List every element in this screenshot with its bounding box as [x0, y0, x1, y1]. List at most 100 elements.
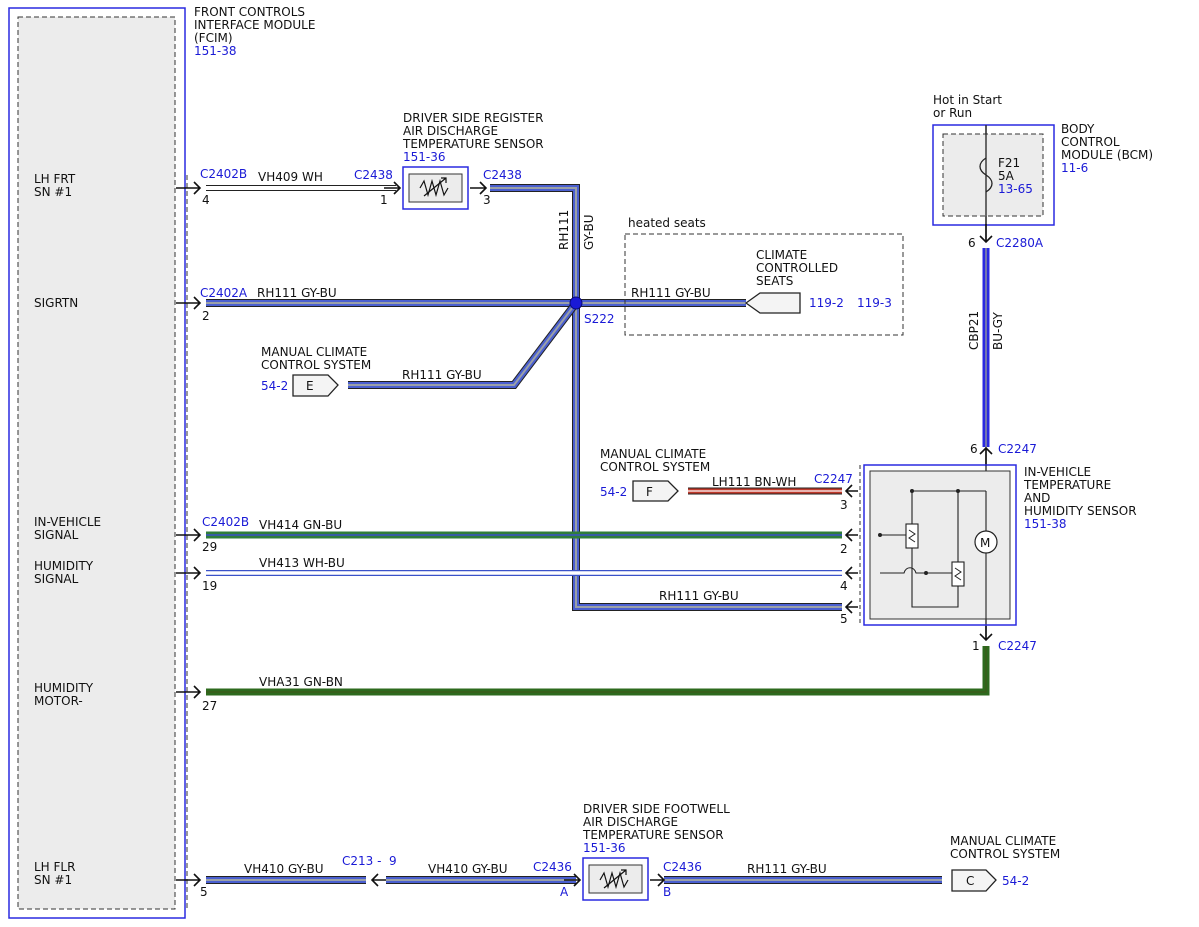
- ivt-sensor-module[interactable]: M: [859, 464, 1017, 626]
- wire-label-vh413: VH413 WH-BU: [259, 556, 345, 570]
- fcim-title-2: INTERFACE MODULE: [194, 18, 315, 32]
- connector-c2402b-mid[interactable]: C2402B: [202, 515, 249, 529]
- bcm-hot-1: Hot in Start: [933, 93, 1002, 107]
- fcim-ref[interactable]: 151-38: [194, 44, 237, 58]
- wire-label-rh111-sigrtn: RH111 GY-BU: [257, 286, 337, 300]
- wire-label-vh409: VH409 WH: [258, 170, 323, 184]
- footwell-sensor-title-2: AIR DISCHARGE: [583, 815, 678, 829]
- ivt-title-1: IN-VEHICLE: [1024, 465, 1091, 479]
- pin-label-humidity-motor-1: HUMIDITY: [34, 681, 94, 695]
- manual-climate-f-ref[interactable]: 54-2: [600, 485, 627, 499]
- bcm-ref[interactable]: 11-6: [1061, 161, 1088, 175]
- connector-c2280a[interactable]: C2280A: [996, 236, 1044, 250]
- wire-label-vh410-a: VH410 GY-BU: [244, 862, 323, 876]
- pin-1: 1: [380, 193, 388, 207]
- connector-c2247-bottom[interactable]: C2247: [998, 639, 1037, 653]
- wire-label-rh111-ivt: RH111 GY-BU: [659, 589, 739, 603]
- manual-climate-c-connector[interactable]: [951, 869, 997, 892]
- wire-label-rh111-c: RH111 GY-BU: [747, 862, 827, 876]
- register-sensor-ref[interactable]: 151-36: [403, 150, 446, 164]
- connector-c2247-top[interactable]: C2247: [998, 442, 1037, 456]
- bcm-title-2: CONTROL: [1061, 135, 1120, 149]
- ivt-connector-arrows: [844, 484, 993, 642]
- pin-label-sigrtn: SIGRTN: [34, 296, 78, 310]
- wire-label-lh111: LH111 BN-WH: [712, 475, 796, 489]
- pin-label-lh-flr-2: SN #1: [34, 873, 72, 887]
- splice-s222[interactable]: [569, 296, 583, 310]
- pin-2: 2: [202, 309, 210, 323]
- wire-label-rh111-vert-a: RH111: [557, 210, 571, 250]
- c213-arrow: [370, 873, 386, 887]
- manual-climate-f-connector[interactable]: [632, 480, 679, 502]
- pin-3: 3: [483, 193, 491, 207]
- connector-c2402b-top[interactable]: C2402B: [200, 167, 247, 181]
- connector-c213[interactable]: C213 -: [342, 854, 381, 868]
- bcm-connector-arrow: [979, 224, 993, 244]
- ivt-title-2: TEMPERATURE: [1023, 478, 1111, 492]
- climate-seats-ref-2[interactable]: 119-3: [857, 296, 892, 310]
- fcim-title-1: FRONT CONTROLS: [194, 5, 305, 19]
- connector-c2438-left[interactable]: C2438: [354, 168, 393, 182]
- ivt-pin-4: 4: [840, 579, 848, 593]
- wire-rh111-to-e[interactable]: [348, 300, 580, 389]
- register-sensor-title-2: AIR DISCHARGE: [403, 124, 498, 138]
- wire-label-cbp21-b: BU-GY: [991, 312, 1005, 350]
- fcim-inner-box: [17, 16, 176, 910]
- bcm-hot-2: or Run: [933, 106, 972, 120]
- manual-climate-c-title-1: MANUAL CLIMATE: [950, 834, 1056, 848]
- bcm-fuse-rating: 5A: [998, 169, 1015, 183]
- wire-label-vh410-b: VH410 GY-BU: [428, 862, 507, 876]
- manual-climate-f-title-2: CONTROL SYSTEM: [600, 460, 710, 474]
- manual-climate-e-title-1: MANUAL CLIMATE: [261, 345, 367, 359]
- heated-seats-group: [624, 233, 904, 336]
- manual-climate-e-ref[interactable]: 54-2: [261, 379, 288, 393]
- ivt-title-3: AND: [1024, 491, 1050, 505]
- pin-label-humidity-motor-2: MOTOR-: [34, 694, 83, 708]
- climate-seats-ref-1[interactable]: 119-2: [809, 296, 844, 310]
- pin-27: 27: [202, 699, 217, 713]
- splice-s222-label[interactable]: S222: [584, 312, 615, 326]
- connector-c2438-right[interactable]: C2438: [483, 168, 522, 182]
- pin-label-in-vehicle-1: IN-VEHICLE: [34, 515, 101, 529]
- register-sensor-title-3: TEMPERATURE SENSOR: [402, 137, 544, 151]
- ivt-pin-6: 6: [970, 442, 978, 456]
- bcm-pin-6: 6: [968, 236, 976, 250]
- ivt-title-4: HUMIDITY SENSOR: [1024, 504, 1137, 518]
- footwell-sensor-ref[interactable]: 151-36: [583, 841, 626, 855]
- bcm-title-3: MODULE (BCM): [1061, 148, 1153, 162]
- wire-label-rh111-e: RH111 GY-BU: [402, 368, 482, 382]
- connector-c2436-right[interactable]: C2436: [663, 860, 702, 874]
- ivt-pin-1: 1: [972, 639, 980, 653]
- driver-footwell-sensor[interactable]: [564, 857, 666, 901]
- wire-label-vh414: VH414 GN-BU: [259, 518, 342, 532]
- bcm-module[interactable]: [932, 124, 1055, 226]
- bcm-fuse-ref[interactable]: 13-65: [998, 182, 1033, 196]
- pin-label-lh-frt-2: SN #1: [34, 185, 72, 199]
- pin-4: 4: [202, 193, 210, 207]
- footwell-pin-b: B: [663, 885, 671, 899]
- motor-icon-label: M: [980, 536, 990, 550]
- footwell-sensor-title-3: TEMPERATURE SENSOR: [582, 828, 724, 842]
- ivt-ref[interactable]: 151-38: [1024, 517, 1067, 531]
- pin-label-in-vehicle-2: SIGNAL: [34, 528, 79, 542]
- ivt-pin-3: 3: [840, 498, 848, 512]
- climate-seats-connector[interactable]: [744, 292, 801, 314]
- wire-vha31[interactable]: [206, 646, 990, 696]
- footwell-pin-a: A: [560, 885, 569, 899]
- connector-c2436-left[interactable]: C2436: [533, 860, 572, 874]
- fcim-connector-arrows: [176, 181, 202, 887]
- pin-label-lh-frt-1: LH FRT: [34, 172, 76, 186]
- bcm-fuse-name: F21: [998, 156, 1020, 170]
- connector-c2247-f[interactable]: C2247: [814, 472, 853, 486]
- climate-seats-title-1: CLIMATE: [756, 248, 807, 262]
- driver-register-sensor[interactable]: [384, 166, 488, 210]
- manual-climate-c-ref[interactable]: 54-2: [1002, 874, 1029, 888]
- manual-climate-e-connector[interactable]: [292, 374, 339, 397]
- climate-seats-title-3: SEATS: [756, 274, 793, 288]
- pin-label-lh-flr-1: LH FLR: [34, 860, 75, 874]
- bcm-title-1: BODY: [1061, 122, 1095, 136]
- connector-c2402a[interactable]: C2402A: [200, 286, 248, 300]
- manual-climate-e-title-2: CONTROL SYSTEM: [261, 358, 371, 372]
- wire-rh111-main[interactable]: [490, 184, 842, 611]
